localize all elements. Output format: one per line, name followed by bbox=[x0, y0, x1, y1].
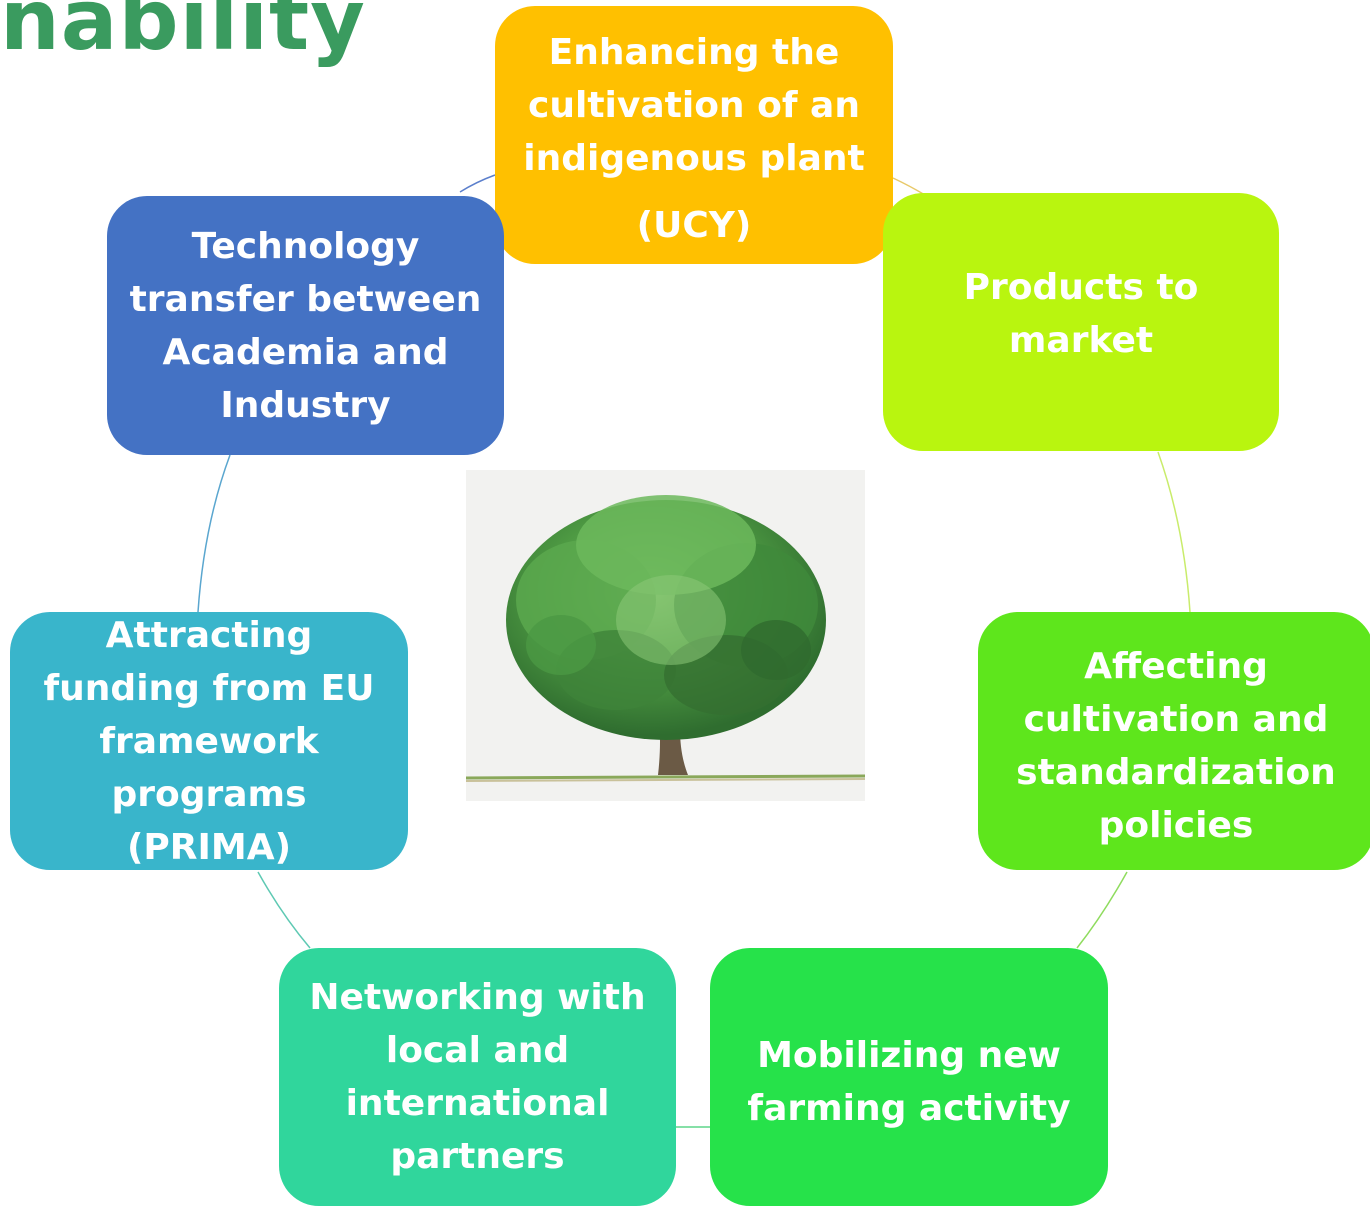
node-attracting-funding: Attracting funding from EU framework pro… bbox=[10, 612, 408, 870]
slide-title-fragment: nability bbox=[0, 0, 366, 69]
node-enhancing-sublabel: (UCY) bbox=[636, 205, 752, 246]
node-enhancing-cultivation: Enhancing the cultivation of an indigeno… bbox=[495, 6, 893, 264]
tree-illustration bbox=[465, 495, 866, 782]
node-networking-partners: Networking with local and international … bbox=[279, 948, 676, 1206]
node-products-label: Products to market bbox=[963, 267, 1199, 361]
connector-networking-attracting bbox=[257, 871, 311, 949]
node-attracting-label: Attracting funding from EU framework pro… bbox=[43, 614, 375, 868]
node-enhancing-label: Enhancing the cultivation of an indigeno… bbox=[523, 32, 865, 179]
node-affecting-policies: Affecting cultivation and standardizatio… bbox=[978, 612, 1370, 870]
node-technology-transfer: Technology transfer between Academia and… bbox=[107, 196, 504, 455]
connector-products-affecting bbox=[1157, 451, 1191, 613]
connector-affecting-mobilizing bbox=[1076, 871, 1128, 949]
node-affecting-label: Affecting cultivation and standardizatio… bbox=[1016, 646, 1336, 846]
connector-technology-enhancing bbox=[459, 174, 496, 193]
node-mobilizing-label: Mobilizing new farming activity bbox=[747, 1035, 1071, 1129]
tree-image bbox=[465, 470, 866, 801]
node-mobilizing-farming: Mobilizing new farming activity bbox=[710, 948, 1108, 1206]
node-technology-label: Technology transfer between Academia and… bbox=[129, 225, 482, 426]
node-products-to-market: Products to market bbox=[883, 193, 1279, 451]
node-networking-label: Networking with local and international … bbox=[309, 977, 646, 1177]
connector-attracting-technology bbox=[197, 454, 231, 613]
